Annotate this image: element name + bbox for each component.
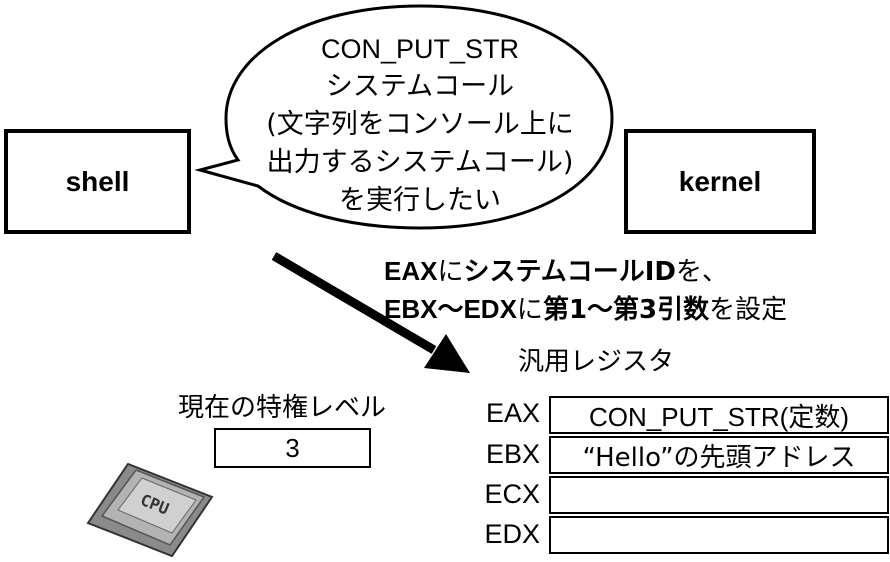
- instruction-line-2: EBX〜EDXに第1〜第3引数を設定: [384, 290, 787, 329]
- privilege-box: 3: [214, 428, 371, 468]
- instr-ni: に: [437, 257, 464, 287]
- reg-cell-eax: CON_PUT_STR(定数): [549, 396, 889, 434]
- reg-cell-edx: [549, 516, 889, 554]
- bubble-line: (文字列をコンソール上に: [266, 109, 574, 140]
- privilege-value: 3: [285, 432, 300, 463]
- shell-label: shell: [65, 165, 130, 197]
- kernel-box: kernel: [624, 129, 816, 234]
- arrow-shaft: [271, 252, 437, 354]
- bubble-line: CON_PUT_STR: [320, 34, 520, 64]
- registers-title: 汎用レジスタ: [518, 347, 675, 377]
- cpu-chip-icon: [86, 462, 214, 558]
- reg-label-eax: EAX: [485, 398, 540, 428]
- instr-set: を設定: [709, 295, 788, 325]
- instr-ebx-edx: EBX〜EDX: [384, 294, 517, 324]
- instr-args: 第1〜第3引数: [542, 295, 710, 325]
- instruction-line-1: EAXにシステムコールIDを、: [384, 252, 728, 291]
- instr-ni-2: に: [516, 295, 543, 325]
- reg-value-ebx: “Hello”の先頭アドレス: [582, 442, 856, 473]
- instr-eax: EAX: [384, 256, 438, 286]
- reg-value-eax: CON_PUT_STR(定数): [588, 401, 849, 432]
- arrow-head: [424, 334, 470, 373]
- speech-bubble-text: CON_PUT_STR システムコール (文字列をコンソール上に 出力するシステ…: [240, 30, 600, 220]
- instr-syscall-id: システムコールID: [463, 257, 676, 287]
- reg-cell-ecx: [549, 476, 889, 514]
- shell-box: shell: [4, 129, 191, 234]
- reg-label-ebx: EBX: [485, 439, 540, 469]
- reg-label-edx: EDX: [484, 519, 540, 549]
- privilege-title: 現在の特権レベル: [178, 393, 387, 423]
- bubble-line: システムコール: [325, 71, 515, 102]
- speech-bubble-shape: [194, 4, 614, 230]
- reg-label-ecx: ECX: [484, 479, 540, 509]
- instr-wo: を、: [675, 257, 728, 287]
- bubble-line: を実行したい: [339, 185, 501, 216]
- kernel-label: kernel: [678, 165, 762, 197]
- reg-cell-ebx: “Hello”の先頭アドレス: [549, 436, 889, 474]
- bubble-line: 出力するシステムコール): [266, 147, 574, 178]
